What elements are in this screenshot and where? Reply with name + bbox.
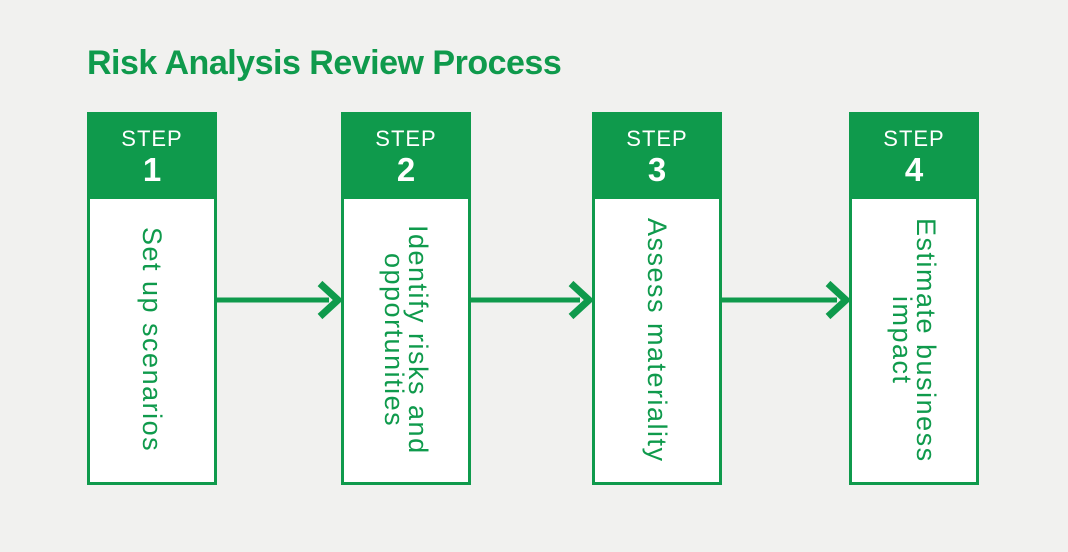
step-label: STEP — [626, 126, 688, 151]
step-1-header: STEP 1 — [89, 114, 215, 199]
step-label: STEP — [121, 126, 183, 151]
step-3-body: Assess materiality — [595, 199, 719, 481]
step-card-4: STEP 4 Estimate business impact — [849, 112, 979, 485]
step-body-text: Identify risks and opportunities — [379, 225, 433, 455]
step-number: 2 — [396, 151, 416, 188]
arrow-right-icon — [471, 280, 592, 320]
step-number: 4 — [904, 151, 924, 188]
step-number: 3 — [647, 151, 667, 188]
step-number: 1 — [142, 151, 162, 188]
step-label: STEP — [375, 126, 437, 151]
step-4-body: Estimate business impact — [852, 199, 976, 481]
step-label: STEP — [883, 126, 945, 151]
step-2-body: Identify risks and opportunities — [344, 199, 468, 481]
page-title: Risk Analysis Review Process — [87, 44, 562, 82]
step-card-2: STEP 2 Identify risks and opportunities — [341, 112, 471, 485]
arrow-right-icon — [217, 280, 341, 320]
step-card-1: STEP 1 Set up scenarios — [87, 112, 217, 485]
step-card-3: STEP 3 Assess materiality — [592, 112, 722, 485]
step-body-text: Set up scenarios — [137, 227, 167, 453]
step-1-body: Set up scenarios — [90, 199, 214, 481]
step-body-text: Estimate business impact — [887, 217, 941, 463]
step-body-text: Assess materiality — [642, 217, 672, 463]
step-2-header: STEP 2 — [343, 114, 469, 199]
step-3-header: STEP 3 — [594, 114, 720, 199]
arrow-right-icon — [722, 280, 849, 320]
step-4-header: STEP 4 — [851, 114, 977, 199]
